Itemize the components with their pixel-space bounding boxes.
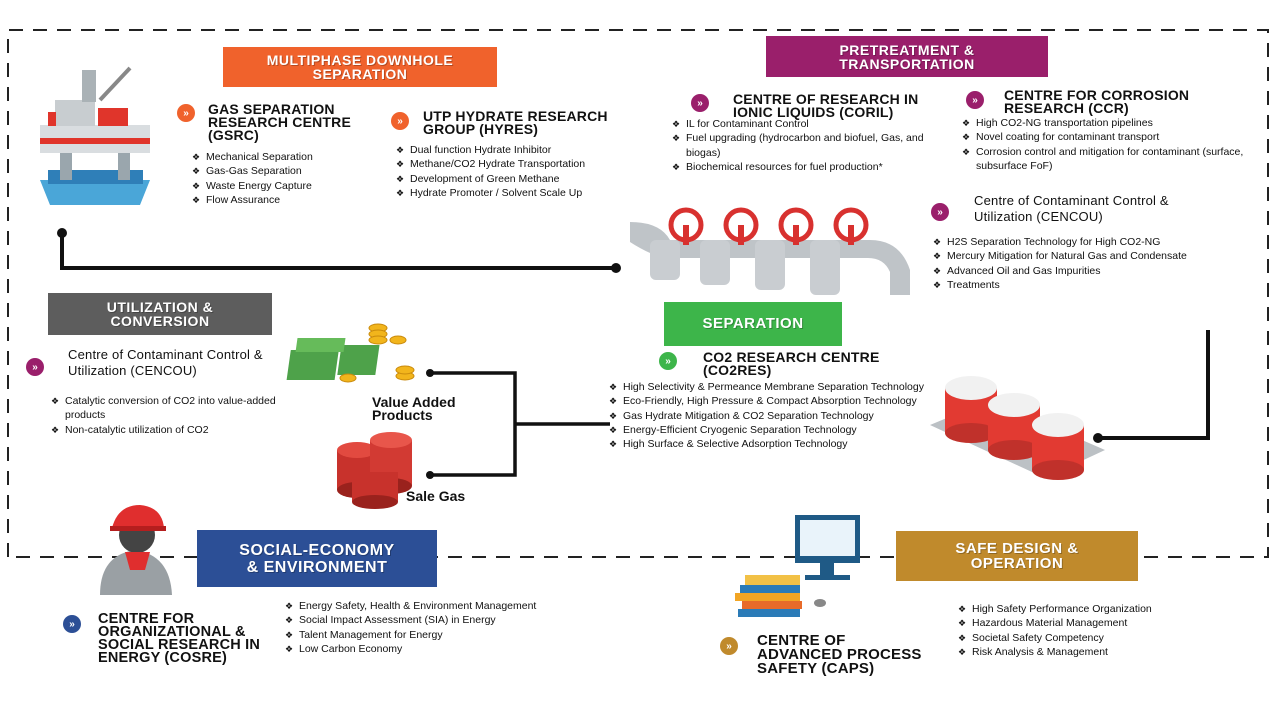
- list-item: Risk Analysis & Management: [958, 645, 1188, 660]
- list-item: Societal Safety Competency: [958, 631, 1188, 646]
- chevron-icon: »: [26, 358, 44, 376]
- list-item: High CO2-NG transportation pipelines: [962, 116, 1274, 131]
- list-item: Advanced Oil and Gas Impurities: [933, 264, 1223, 279]
- cencou-left-list: Catalytic conversion of CO2 into value-a…: [51, 394, 301, 437]
- list-item: Novel coating for contaminant transport: [962, 130, 1274, 145]
- list-item: Non-catalytic utilization of CO2: [51, 423, 301, 438]
- value-added-products-label: Value Added Products: [372, 394, 456, 423]
- list-item: High Safety Performance Organization: [958, 602, 1188, 617]
- gsrc-list: Mechanical Separation Gas-Gas Separation…: [192, 150, 372, 207]
- sale-gas-label: Sale Gas: [406, 488, 466, 504]
- coril-list: IL for Contaminant Control Fuel upgradin…: [672, 117, 947, 174]
- chevron-icon: »: [63, 615, 81, 633]
- list-item: High Selectivity & Permeance Membrane Se…: [609, 380, 949, 395]
- list-item: Talent Management for Energy: [285, 628, 575, 643]
- hyres-list: Dual function Hydrate Inhibitor Methane/…: [396, 143, 626, 200]
- cencou-right-title: Centre of Contaminant Control & Utilizat…: [974, 193, 1169, 224]
- list-item: Eco-Friendly, High Pressure & Compact Ab…: [609, 394, 949, 409]
- list-item: Mechanical Separation: [192, 150, 372, 165]
- cencou-right-list: H2S Separation Technology for High CO2-N…: [933, 235, 1223, 292]
- list-item: H2S Separation Technology for High CO2-N…: [933, 235, 1223, 250]
- chevron-icon: »: [691, 94, 709, 112]
- list-item: High Surface & Selective Adsorption Tech…: [609, 437, 949, 452]
- caps-title: CENTRE OF ADVANCED PROCESS SAFETY (CAPS): [757, 632, 922, 677]
- ccr-title: CENTRE FOR CORROSION RESEARCH (CCR): [1004, 87, 1190, 116]
- gsrc-title: GAS SEPARATION RESEARCH CENTRE (GSRC): [208, 101, 352, 143]
- chevron-icon: »: [720, 637, 738, 655]
- co2res-title: CO2 RESEARCH CENTRE (CO2RES): [703, 349, 880, 378]
- ccr-list: High CO2-NG transportation pipelines Nov…: [962, 116, 1274, 173]
- list-item: Social Impact Assessment (SIA) in Energy: [285, 613, 575, 628]
- list-item: Low Carbon Economy: [285, 642, 575, 657]
- list-item: Methane/CO2 Hydrate Transportation: [396, 157, 626, 172]
- list-item: Hydrate Promoter / Solvent Scale Up: [396, 186, 626, 201]
- chevron-icon: »: [931, 203, 949, 221]
- list-item: Energy Safety, Health & Environment Mana…: [285, 599, 575, 614]
- banner-safe-design: SAFE DESIGN & OPERATION: [896, 531, 1138, 581]
- hyres-title: UTP HYDRATE RESEARCH GROUP (HYRES): [423, 108, 608, 137]
- chevron-icon: »: [391, 112, 409, 130]
- list-item: Treatments: [933, 278, 1223, 293]
- list-item: Biochemical resources for fuel productio…: [672, 160, 947, 175]
- caps-list: High Safety Performance Organization Haz…: [958, 602, 1188, 659]
- banner-utilization-conversion: UTILIZATION & CONVERSION: [48, 293, 272, 335]
- banner-multiphase-separation: MULTIPHASE DOWNHOLE SEPARATION: [223, 47, 497, 87]
- list-item: Hazardous Material Management: [958, 616, 1188, 631]
- list-item: Flow Assurance: [192, 193, 372, 208]
- banner-pretreatment-transportation: PRETREATMENT & TRANSPORTATION: [766, 36, 1048, 77]
- list-item: IL for Contaminant Control: [672, 117, 947, 132]
- chevron-icon: »: [659, 352, 677, 370]
- cencou-left-title: Centre of Contaminant Control & Utilizat…: [68, 347, 263, 378]
- list-item: Gas Hydrate Mitigation & CO2 Separation …: [609, 409, 949, 424]
- list-item: Dual function Hydrate Inhibitor: [396, 143, 626, 158]
- list-item: Fuel upgrading (hydrocarbon and biofuel,…: [672, 131, 947, 160]
- list-item: Mercury Mitigation for Natural Gas and C…: [933, 249, 1223, 264]
- co2res-list: High Selectivity & Permeance Membrane Se…: [609, 380, 949, 452]
- chevron-icon: »: [177, 104, 195, 122]
- banner-social-economy: SOCIAL-ECONOMY & ENVIRONMENT: [197, 530, 437, 587]
- banner-separation: SEPARATION: [664, 302, 842, 346]
- cosre-title: CENTRE FOR ORGANIZATIONAL & SOCIAL RESEA…: [98, 611, 261, 666]
- list-item: Waste Energy Capture: [192, 179, 372, 194]
- list-item: Corrosion control and mitigation for con…: [962, 145, 1274, 174]
- list-item: Energy-Efficient Cryogenic Separation Te…: [609, 423, 949, 438]
- chevron-icon: »: [966, 91, 984, 109]
- cosre-list: Energy Safety, Health & Environment Mana…: [285, 599, 575, 656]
- list-item: Catalytic conversion of CO2 into value-a…: [51, 394, 301, 423]
- list-item: Gas-Gas Separation: [192, 164, 372, 179]
- coril-title: CENTRE OF RESEARCH IN IONIC LIQUIDS (COR…: [733, 91, 919, 120]
- list-item: Development of Green Methane: [396, 172, 626, 187]
